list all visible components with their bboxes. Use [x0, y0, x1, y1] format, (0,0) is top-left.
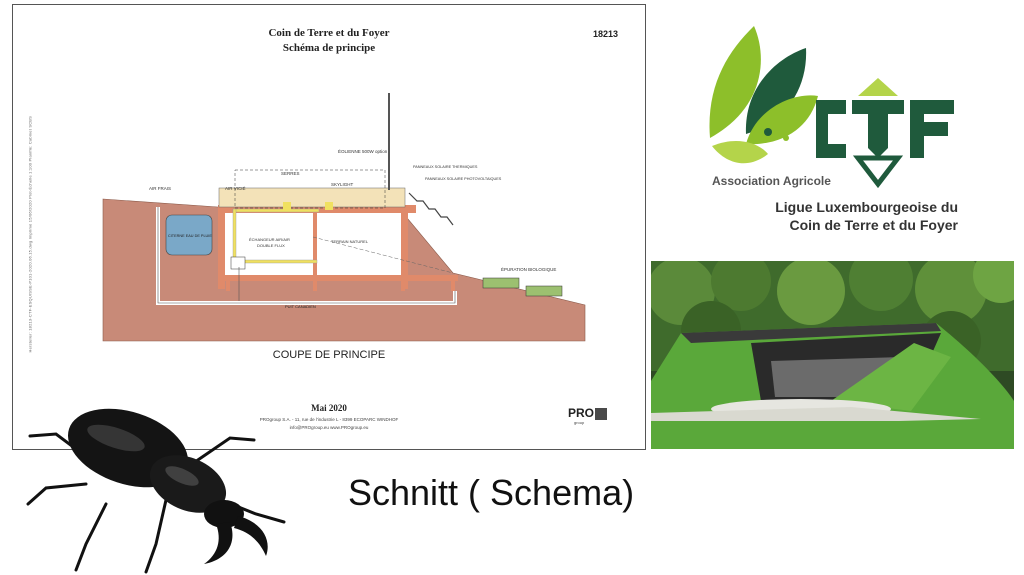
footing: [451, 281, 455, 291]
ctf-arrow: [852, 155, 904, 189]
beetle-leg: [74, 502, 108, 572]
label-air-vicie: AIR VICIÉ: [225, 185, 246, 191]
association-label: Association Agricole: [712, 174, 831, 188]
sheet-contact: info@PROgroup.eu www.PROgroup.eu: [289, 425, 369, 430]
skylight-dome: [325, 202, 333, 210]
progroup-logo-sub: group: [574, 420, 585, 425]
beetle-head: [204, 500, 244, 528]
earth-house-photo: [651, 261, 1014, 449]
sheet-title: Coin de Terre et du Foyer: [268, 27, 390, 39]
purification-tank: [482, 277, 520, 289]
beetle-leg: [26, 482, 88, 506]
footing: [313, 281, 317, 291]
label-eolienne: ÉOLIENNE 500W option: [338, 148, 388, 154]
air-duct: [232, 208, 320, 213]
ctf-roof: [858, 78, 898, 96]
label-puit: PUIT CANADIEN: [285, 304, 316, 309]
natural-terrain-line: [312, 236, 454, 274]
ctf-logo: [709, 26, 954, 189]
label-serres: SERRES: [281, 171, 300, 176]
ctf-letter-f: [910, 100, 954, 158]
air-duct: [232, 208, 237, 266]
beetle-leg: [144, 498, 168, 574]
label-epuration: ÉPURATION BIOLOGIQUE: [501, 266, 556, 272]
roof-edge: [681, 323, 941, 343]
beetle-leg: [190, 436, 256, 466]
house-wall: [218, 205, 225, 289]
ligue-name: Ligue Luxembourgeoise du Coin de Terre e…: [700, 198, 958, 234]
progroup-logo-text: PRO: [568, 406, 595, 420]
ligue-line-1: Ligue Luxembourgeoise du: [775, 199, 958, 215]
ctf-letter-t-stem: [868, 114, 888, 158]
beetle-mandible: [234, 516, 268, 556]
ctf-letter-t: [852, 100, 904, 114]
progroup-logo-mark: [595, 408, 607, 420]
solar-panels: [408, 192, 454, 226]
sheet-number: 18213: [593, 29, 619, 39]
leaf-light-green: [712, 140, 768, 164]
dot: [774, 126, 782, 134]
greenhouse: [218, 187, 406, 208]
floor-slab: [218, 275, 458, 281]
heat-exchanger: [230, 256, 246, 270]
label-echangeur: ÉCHANGEUR AIR/AIR: [249, 237, 290, 242]
air-duct: [238, 259, 318, 264]
beetle-image: [26, 408, 286, 574]
ligue-line-2: Coin de Terre et du Foyer: [789, 217, 958, 233]
sheet-date: Mai 2020: [311, 403, 347, 413]
canadian-well-pipe: [157, 207, 456, 304]
label-echangeur-2: DOUBLE FLUX: [257, 243, 285, 248]
sheet-address: PROgroup S.A. - 11, rue de l'industrie L…: [259, 417, 399, 422]
leaf-dark-green: [745, 48, 807, 134]
label-panneaux-pv: PANNEAUX SOLAIRE PHOTOVOLTAIQUES: [425, 177, 502, 181]
rainwater-cistern: [165, 214, 213, 256]
purification-tank: [525, 285, 563, 297]
serres-outline: [234, 169, 386, 209]
green-slope: [831, 343, 951, 411]
dot: [764, 128, 772, 136]
ctf-letter-c: [816, 100, 846, 158]
section-drawing: AIR FRAIS AIR VICIÉ SERRES SKYLIGHT ÉOLI…: [102, 93, 586, 342]
footing: [226, 281, 230, 291]
label-terrain: TERRAIN NATUREL: [331, 239, 369, 244]
leaf-light-green: [746, 95, 818, 145]
label-panneaux-thermiques: PANNEAUX SOLAIRE THERMIQUES: [413, 165, 478, 169]
skylight-dome: [283, 202, 291, 210]
leaf-light-green: [709, 26, 761, 138]
beetle-mandible: [204, 522, 233, 564]
inner-wall: [313, 213, 317, 277]
slide-caption: Schnitt ( Schema): [348, 472, 635, 513]
house-wall: [401, 205, 408, 289]
section-title: COUPE DE PRINCIPE: [272, 349, 386, 361]
dot: [783, 135, 789, 141]
label-air-frais: AIR FRAIS: [149, 186, 171, 191]
label-skylight: SKYLIGHT: [331, 182, 354, 187]
label-citerne: CITERNE EAU DE PLUIE: [168, 234, 212, 238]
sheet-subtitle: Schéma de principe: [282, 42, 376, 54]
footing: [401, 281, 405, 291]
schematic-sheet: Coin de Terre et du Foyer Schéma de prin…: [12, 4, 646, 450]
